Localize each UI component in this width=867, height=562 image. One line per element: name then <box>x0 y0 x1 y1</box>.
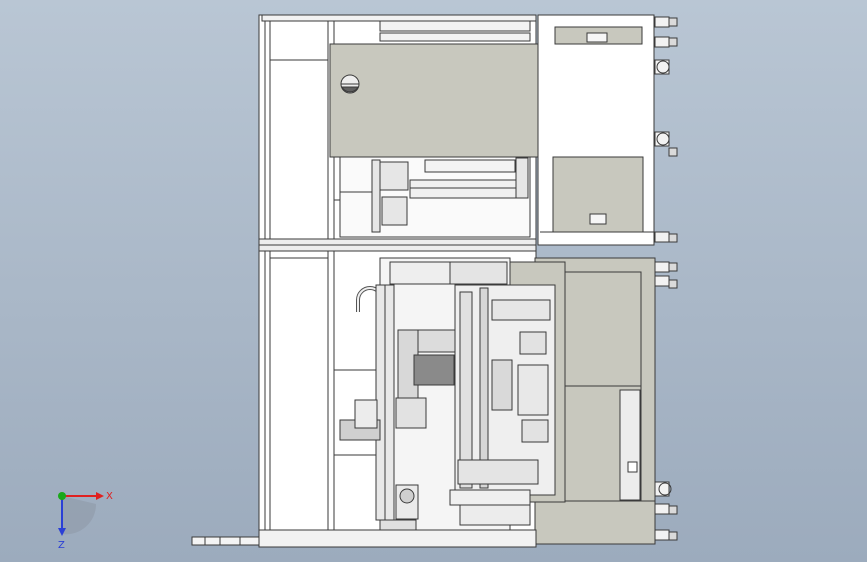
orientation-triad: X Z <box>58 491 113 551</box>
left-pin <box>191 536 260 546</box>
x-axis-label: X <box>106 491 113 502</box>
z-axis-label: Z <box>58 540 65 551</box>
